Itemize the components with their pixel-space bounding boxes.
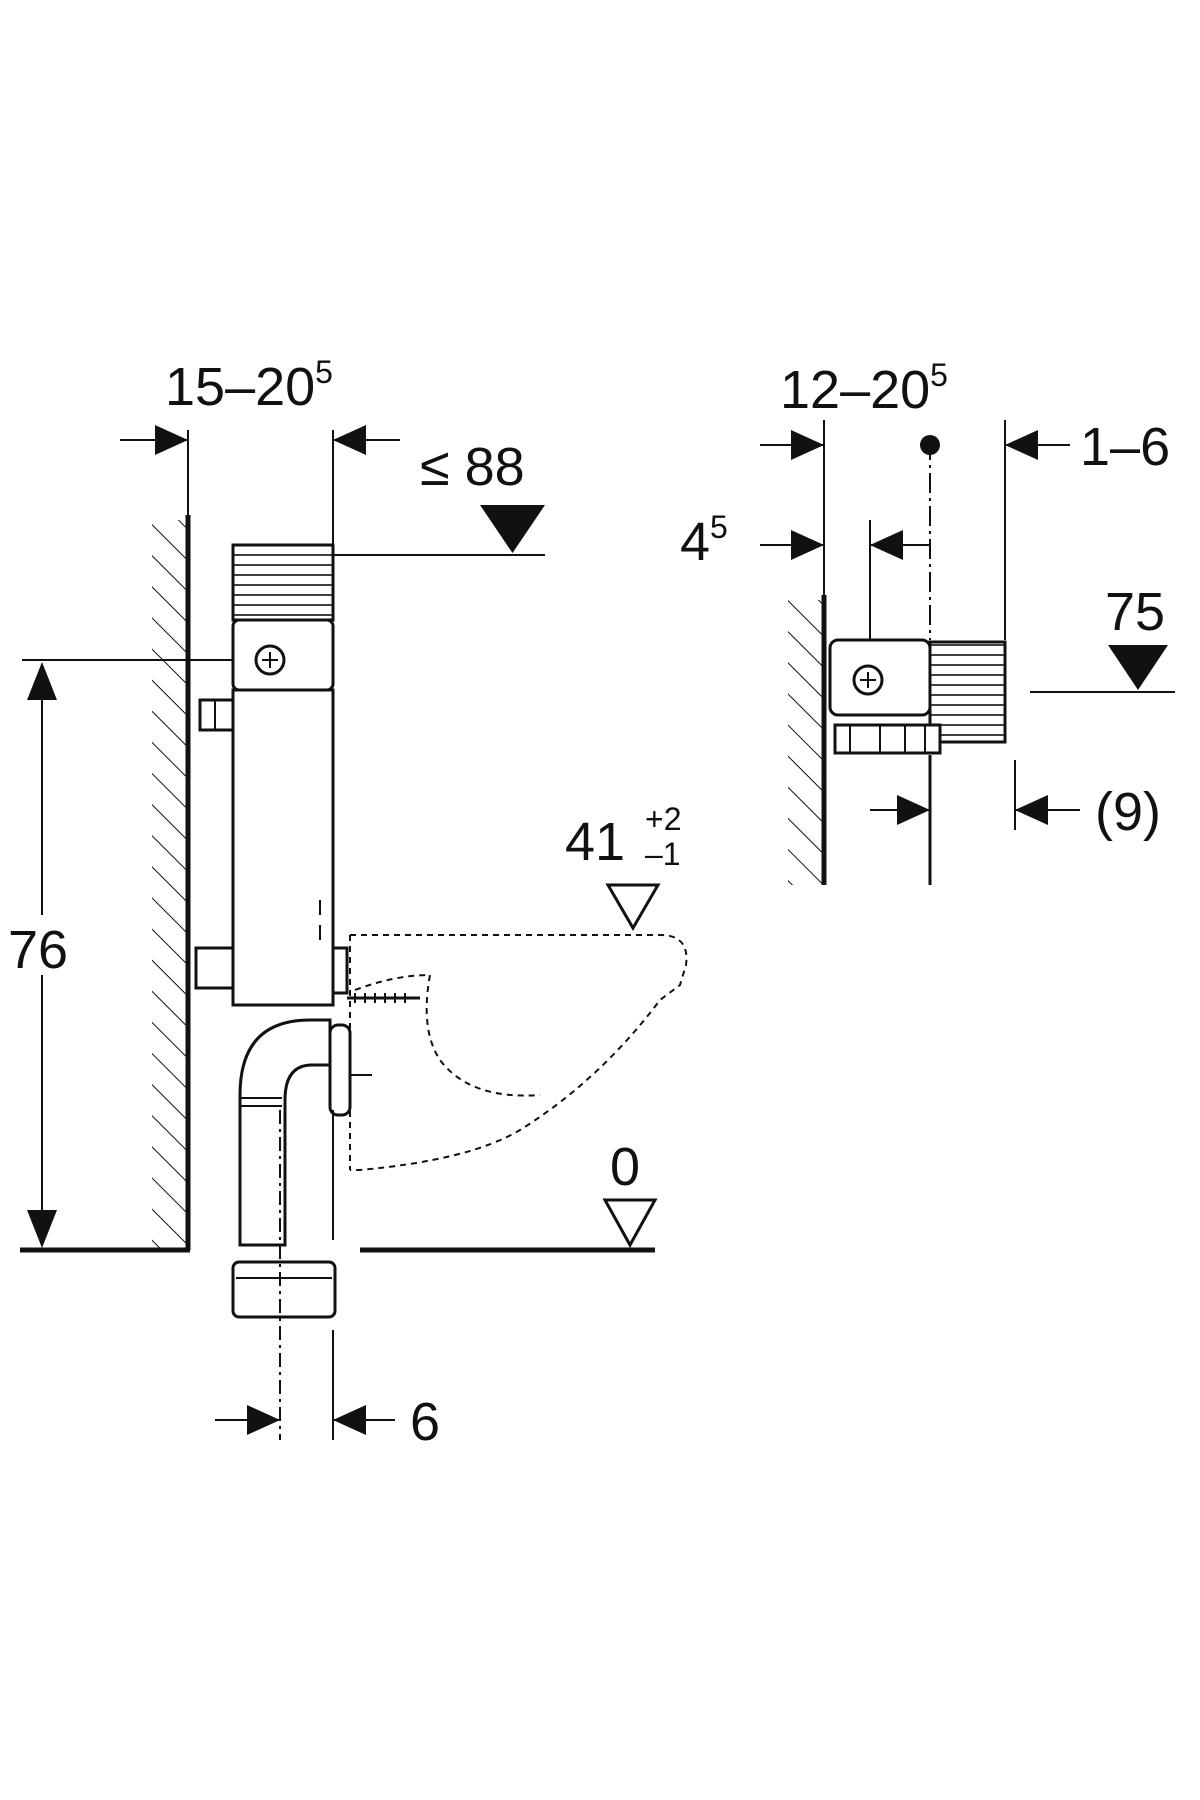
arrow-right-icon xyxy=(155,425,188,455)
label-bowl-tol-minus: –1 xyxy=(645,836,681,872)
drain-flange xyxy=(328,1023,352,1117)
arrow-right-icon xyxy=(897,795,930,825)
centre-dot-icon xyxy=(920,435,940,455)
label-max-height: ≤ 88 xyxy=(420,437,525,497)
label-height-76: 76 xyxy=(8,920,68,980)
right-bracket xyxy=(833,723,942,755)
arrow-left-icon xyxy=(1005,430,1038,460)
right-ribbed-cap xyxy=(928,640,1007,744)
label-right-range: 1–6 xyxy=(1080,417,1170,477)
flush-connector xyxy=(331,946,349,995)
label-bowl-tol-plus: +2 xyxy=(645,801,681,837)
label-right-bottom: (9) xyxy=(1095,782,1161,842)
arrow-right-icon xyxy=(247,1405,280,1435)
arrow-left-icon xyxy=(1015,795,1048,825)
label-bowl-height: 41 xyxy=(565,812,625,872)
wc-bowl-inner xyxy=(354,973,541,1097)
floor-marker-hollow-icon xyxy=(602,1198,658,1249)
level-marker-filled-icon xyxy=(1108,645,1168,690)
level-marker-hollow-icon xyxy=(605,883,661,931)
drain-bend xyxy=(238,1018,332,1247)
drain-socket xyxy=(231,1260,337,1319)
label-right-height: 75 xyxy=(1105,582,1165,642)
arrow-right-icon xyxy=(791,430,824,460)
cistern-body xyxy=(231,688,335,1007)
level-marker-filled-icon xyxy=(480,505,545,553)
wc-bowl-outline xyxy=(350,934,688,1171)
cistern-foot xyxy=(194,946,235,990)
arrow-up-icon xyxy=(27,662,57,700)
left-wall-hatch xyxy=(152,520,188,1250)
label-floor-level: 0 xyxy=(610,1137,640,1197)
left-view: 15–205 ≤ 88 76 41 +2 –1 0 6 xyxy=(5,354,688,1452)
arrow-right-icon xyxy=(791,530,824,560)
arrow-left-icon xyxy=(333,1405,366,1435)
label-left-depth: 15–205 xyxy=(165,354,333,417)
label-right-depth: 12–205 xyxy=(780,357,948,420)
right-view: 12–205 1–6 45 75 (9) xyxy=(680,357,1175,885)
arrow-left-icon xyxy=(333,425,366,455)
arrow-left-icon xyxy=(870,530,903,560)
arrow-down-icon xyxy=(27,1210,57,1248)
right-wall-hatch xyxy=(788,600,824,885)
cistern-cap xyxy=(231,543,335,622)
label-drain-offset: 6 xyxy=(410,1392,440,1452)
label-right-gap: 45 xyxy=(680,509,728,572)
